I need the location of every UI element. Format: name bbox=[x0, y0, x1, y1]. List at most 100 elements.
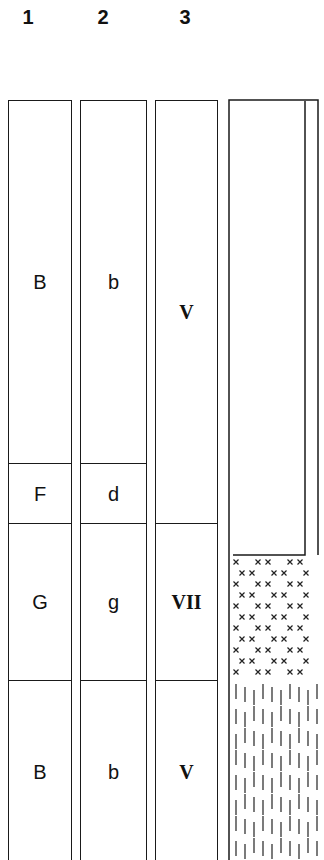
dash-mark bbox=[235, 709, 236, 724]
dash-mark bbox=[262, 841, 263, 856]
cross-mark bbox=[266, 582, 271, 587]
cross-mark bbox=[288, 582, 293, 587]
cross-mark bbox=[288, 626, 293, 631]
dash-mark bbox=[307, 756, 308, 771]
dash-mark bbox=[298, 712, 299, 727]
cross-mark bbox=[266, 670, 271, 675]
cross-mark bbox=[240, 615, 245, 620]
dash-mark bbox=[316, 800, 317, 815]
dash-mark bbox=[280, 731, 281, 746]
dash-mark bbox=[280, 797, 281, 812]
box-letter: b bbox=[108, 271, 119, 293]
cross-mark bbox=[304, 659, 309, 664]
dash-mark bbox=[307, 797, 308, 812]
cross-mark bbox=[256, 604, 261, 609]
cross-mark bbox=[250, 637, 255, 642]
stacked-box: V bbox=[155, 100, 218, 524]
cross-mark bbox=[298, 560, 303, 565]
cross-mark bbox=[288, 604, 293, 609]
dash-mark bbox=[289, 709, 290, 724]
empty-column bbox=[229, 100, 318, 860]
box-letter: d bbox=[108, 483, 119, 505]
dash-mark bbox=[289, 841, 290, 856]
box-letter: V bbox=[179, 301, 193, 323]
dash-mark bbox=[289, 684, 290, 699]
cross-mark bbox=[298, 670, 303, 675]
stacked-box: F bbox=[8, 463, 72, 524]
cross-mark bbox=[240, 571, 245, 576]
dash-mark bbox=[262, 816, 263, 831]
column-outline bbox=[229, 100, 318, 860]
cross-mark bbox=[288, 670, 293, 675]
cross-mark bbox=[250, 615, 255, 620]
dash-mark bbox=[262, 750, 263, 765]
cross-mark bbox=[282, 637, 287, 642]
dash-mark bbox=[262, 734, 263, 749]
stacked-box: VII bbox=[155, 523, 218, 681]
dash-mark bbox=[298, 819, 299, 834]
dash-mark bbox=[244, 778, 245, 793]
dash-mark bbox=[271, 819, 272, 834]
cross-mark bbox=[282, 615, 287, 620]
cross-mark bbox=[240, 659, 245, 664]
dash-mark bbox=[298, 778, 299, 793]
cross-mark bbox=[298, 582, 303, 587]
dash-mark bbox=[289, 750, 290, 765]
dash-mark bbox=[316, 709, 317, 724]
dash-mark bbox=[289, 734, 290, 749]
dash-mark bbox=[235, 800, 236, 815]
dash-mark bbox=[307, 822, 308, 837]
cross-mark bbox=[298, 648, 303, 653]
dash-mark bbox=[271, 753, 272, 768]
dash-mark bbox=[253, 706, 254, 721]
dash-mark bbox=[235, 841, 236, 856]
cross-mark bbox=[304, 637, 309, 642]
cross-mark bbox=[256, 670, 261, 675]
cross-mark bbox=[266, 626, 271, 631]
cross-mark bbox=[234, 560, 239, 565]
dash-mark bbox=[298, 844, 299, 859]
dash-mark bbox=[244, 712, 245, 727]
dash-mark bbox=[280, 756, 281, 771]
stacked-box: B bbox=[8, 100, 72, 464]
dash-mark bbox=[307, 690, 308, 705]
dash-mark bbox=[253, 838, 254, 853]
cross-mark bbox=[304, 571, 309, 576]
dash-mark bbox=[298, 794, 299, 809]
dash-mark bbox=[253, 731, 254, 746]
dash-mark bbox=[262, 684, 263, 699]
cross-mark bbox=[240, 593, 245, 598]
stacked-box: G bbox=[8, 523, 72, 681]
dash-mark bbox=[316, 684, 317, 699]
cross-mark bbox=[266, 604, 271, 609]
dash-mark bbox=[244, 728, 245, 743]
cross-mark bbox=[272, 637, 277, 642]
dash-mark bbox=[316, 775, 317, 790]
box-letter: g bbox=[108, 591, 119, 613]
dash-mark bbox=[307, 731, 308, 746]
dash-mark bbox=[316, 734, 317, 749]
cross-mark bbox=[288, 648, 293, 653]
column-number: 2 bbox=[97, 6, 108, 28]
cross-mark bbox=[234, 648, 239, 653]
dash-mark bbox=[307, 706, 308, 721]
dash-hatching bbox=[236, 684, 317, 859]
dash-mark bbox=[271, 778, 272, 793]
column-number: 1 bbox=[22, 6, 33, 28]
cross-hatching bbox=[234, 560, 309, 675]
dash-mark bbox=[244, 844, 245, 859]
dash-mark bbox=[298, 753, 299, 768]
dash-mark bbox=[307, 772, 308, 787]
cross-mark bbox=[272, 659, 277, 664]
dash-mark bbox=[271, 794, 272, 809]
dash-mark bbox=[271, 687, 272, 702]
stacked-box: d bbox=[80, 463, 147, 524]
cross-mark bbox=[298, 626, 303, 631]
dash-mark bbox=[253, 797, 254, 812]
dash-mark bbox=[316, 750, 317, 765]
dash-mark bbox=[280, 706, 281, 721]
cross-mark bbox=[256, 626, 261, 631]
dash-mark bbox=[253, 772, 254, 787]
